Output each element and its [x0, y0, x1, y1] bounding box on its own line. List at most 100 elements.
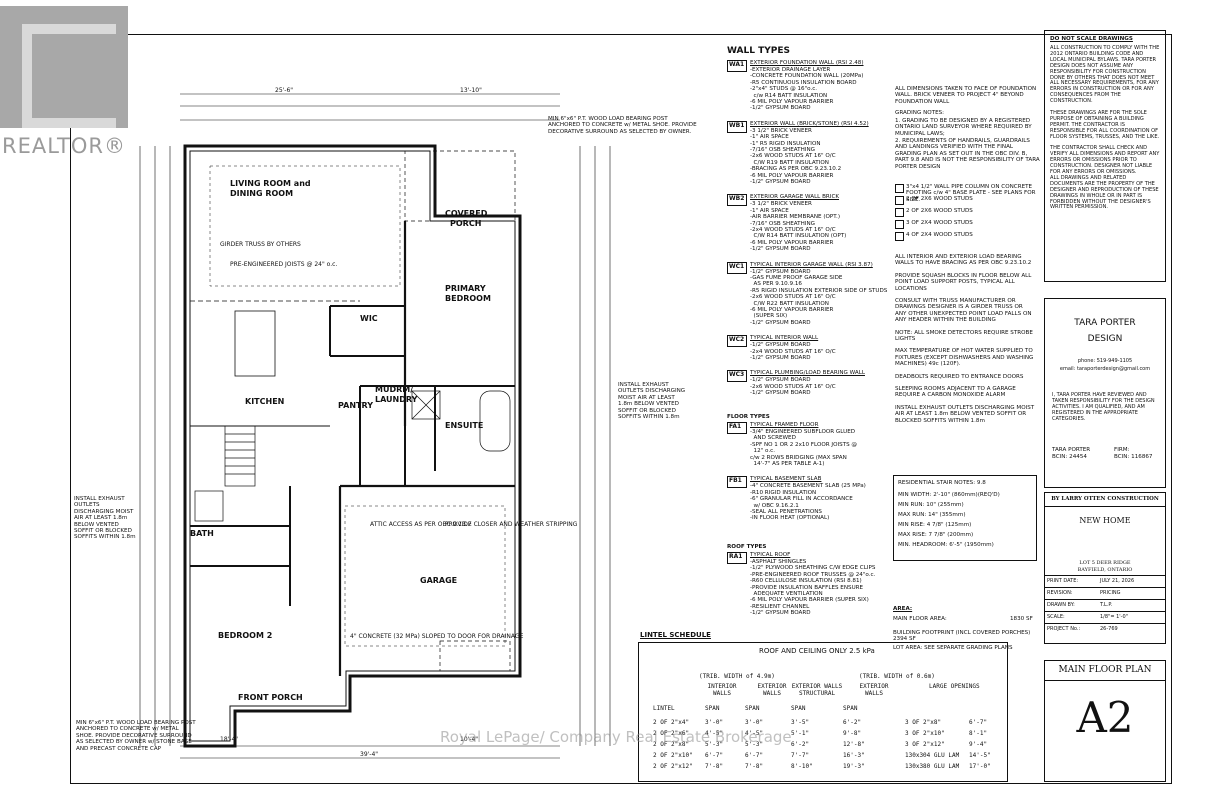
legend-symbol [895, 232, 904, 241]
sheet-title-box [1044, 660, 1166, 782]
brokerage-watermark: Royal LePage/ Company Real Estate Broker… [440, 728, 792, 746]
lintel-cell: 2 OF 2"x4" [653, 719, 690, 726]
type-line: -6 MIL POLY VAPOUR BARRIER (SUPER SIX) [750, 597, 869, 604]
type-line: -PROVIDE INSULATION BAFFLES ENSURE [750, 584, 864, 591]
room-label-laundry: LAUNDRY [375, 395, 418, 404]
project-box [1044, 492, 1166, 644]
legend-symbol [895, 208, 904, 217]
lintel-trib-a: (TRIB. WIDTH of 4.9m) [699, 673, 775, 680]
lintel-cell: 4'-5" [705, 730, 724, 737]
type-line: -4" CONCRETE BASEMENT SLAB (25 MPa) [750, 483, 866, 490]
type-line: 12" o.c. [750, 448, 775, 455]
type-heading: TYPICAL INTERIOR WALL [750, 335, 819, 342]
wall-types-title: WALL TYPES [727, 46, 790, 56]
type-line: w/ OBC 9.16.2.1 [750, 502, 799, 509]
lintel-cell: 3 OF 2"x12" [905, 741, 945, 748]
plan-note-closer: PROVIDE CLOSER AND WEATHER STRIPPING [445, 521, 578, 528]
type-line: -R60 CELLULOSE INSULATION (RSI 8.81) [750, 578, 862, 585]
type-line: -2x4 WOOD STUDS AT 16" O/C [750, 348, 836, 355]
lintel-cell: 2 OF 2"x12" [653, 763, 693, 770]
sheet-title-divider [1044, 680, 1166, 681]
field-label: REVISION: [1047, 590, 1073, 596]
type-line: -1/2" GYPSUM BOARD [750, 342, 811, 349]
type-tag-wc3 [727, 370, 747, 383]
legend-symbol [895, 220, 904, 229]
type-heading: TYPICAL INTERIOR GARAGE WALL (RSI 3.87) [750, 261, 873, 268]
type-tag-label: RA1 [729, 553, 743, 560]
type-tag-wc2 [727, 335, 747, 348]
type-line: -1/2" GYPSUM BOARD [750, 390, 811, 397]
type-line: -R5 RIGID INSULATION EXTERIOR SIDE OF ST… [750, 287, 888, 294]
type-tag-label: WB2 [729, 195, 745, 203]
lintel-sub-span-4: SPAN [843, 705, 858, 712]
plan-note-attic: ATTIC ACCESS AS PER OBC 9.13.2 [370, 521, 472, 528]
lintel-cell: 3 OF 2"x10" [905, 730, 945, 737]
lintel-cell: 8'-10" [791, 763, 813, 770]
type-heading: TYPICAL ROOF [750, 552, 791, 558]
grading-note-1: 1. GRADING TO BE DESIGNED BY A REGISTERE… [895, 118, 1032, 137]
plan-note-exhaust-right: INSTALL EXHAUST OUTLETS DISCHARGING MOIS… [618, 382, 686, 421]
type-line: c/w R14 BATT INSULATION [750, 92, 828, 99]
designer-bcin: BCIN: 24454 [1052, 454, 1087, 460]
builder-name: BY LARRY OTTEN CONSTRUCTION [1051, 496, 1159, 502]
project-name: NEW HOME [1079, 516, 1131, 525]
type-line: -2"x4" STUDS @ 16"o.c. [750, 86, 818, 93]
main-floor-area-value: 1830 SF [1010, 616, 1033, 622]
type-tag-wa1 [727, 60, 747, 72]
legend-text: 2 OF 2X6 WOOD STUDS [906, 196, 973, 202]
stair-notes-box [893, 475, 1037, 561]
lintel-col-exterior-struct: EXTERIOR WALLS STRUCTURAL [791, 683, 843, 697]
type-line: C/W R14 BATT INSULATION (OPT) [750, 233, 847, 240]
general-note: CONSULT WITH TRUSS MANUFACTURER OR DRAWI… [895, 298, 1032, 324]
room-label-bedroom: BEDROOM [445, 294, 491, 303]
general-note: SLEEPING ROOMS ADJACENT TO A GARAGE REQU… [895, 386, 1016, 399]
type-heading: TYPICAL PLUMBING/LOAD BEARING WALL [750, 370, 865, 377]
lintel-cell: 14'-5" [969, 752, 991, 759]
field-label: SCALE: [1047, 614, 1065, 620]
room-label-bath: BATH [190, 529, 214, 538]
type-line: AND SCREWED [750, 435, 796, 442]
lintel-col-large: LARGE OPENINGS [929, 683, 980, 690]
field-value: JULY 21, 2026 [1100, 578, 1135, 584]
lintel-cell: 3'-0" [745, 719, 764, 726]
lintel-cell: 9'-8" [843, 730, 862, 737]
type-line: -7/16" OSB SHEATHING [750, 220, 815, 227]
type-tag-label: WC3 [729, 371, 745, 379]
general-note: INSTALL EXHAUST OUTLETS DISCHARGING MOIS… [895, 404, 1035, 424]
field-divider [1044, 623, 1166, 624]
general-note: ALL INTERIOR AND EXTERIOR LOAD BEARING W… [895, 254, 1032, 267]
type-line: -GAS FUME PROOF GARAGE SIDE [750, 275, 843, 281]
lintel-cell: 3'-5" [791, 719, 810, 726]
type-line: -1" AIR SPACE [750, 134, 789, 141]
field-value: 26-769 [1100, 626, 1118, 632]
realtor-logo: REALTOR® [0, 0, 132, 160]
type-line: -1/2" GYPSUM BOARD [750, 179, 811, 185]
firm-phone: phone: 519-949-1105 [1077, 358, 1133, 364]
type-tag-label: WB1 [729, 121, 745, 129]
type-line: -EXTERIOR DRAINAGE LAYER [750, 67, 831, 73]
lintel-col-interior: INTERIOR WALLS [707, 683, 737, 697]
plan-note-joists: PRE-ENGINEERED JOISTS @ 24" o.c. [230, 261, 337, 268]
lintel-cell: 3 OF 2"x8" [905, 719, 942, 726]
type-tag-label: FB1 [729, 477, 742, 485]
realtor-logo-mark [0, 6, 128, 128]
type-tag-label: FA1 [729, 423, 742, 430]
type-line: -2x6 WOOD STUDS AT 16" O/C [750, 294, 836, 301]
type-tag-label: WC1 [729, 262, 745, 270]
type-line: -1/2" GYPSUM BOARD [750, 105, 811, 112]
lintel-sub-span-2: SPAN [745, 705, 760, 712]
field-label: PRINT DATE: [1047, 578, 1079, 584]
lintel-cell: 2 OF 2"x8" [653, 741, 690, 748]
lintel-cell: 7'-7" [791, 752, 810, 759]
general-note: DEADBOLTS REQUIRED TO ENTRANCE DOORS [895, 373, 1024, 380]
lintel-sub-lintel: LINTEL [653, 705, 675, 712]
type-line: -6" GRANULAR FILL IN ACCORDANCE [750, 496, 853, 503]
field-divider [1044, 587, 1166, 588]
type-line: -CONCRETE FOUNDATION WALL (20MPa) [750, 73, 864, 80]
lintel-cell: 5'-3" [705, 741, 724, 748]
grading-notes-title: GRADING NOTES: [895, 110, 945, 116]
type-line: -3 1/2" BRICK VENEER [750, 127, 812, 134]
lintel-cell: 5'-3" [745, 741, 764, 748]
type-line: -3/4" ENGINEERED SUBFLOOR GLUED [750, 429, 856, 435]
disclaimer-text: ALL CONSTRUCTION TO COMPLY WITH THE 2012… [1050, 45, 1160, 211]
